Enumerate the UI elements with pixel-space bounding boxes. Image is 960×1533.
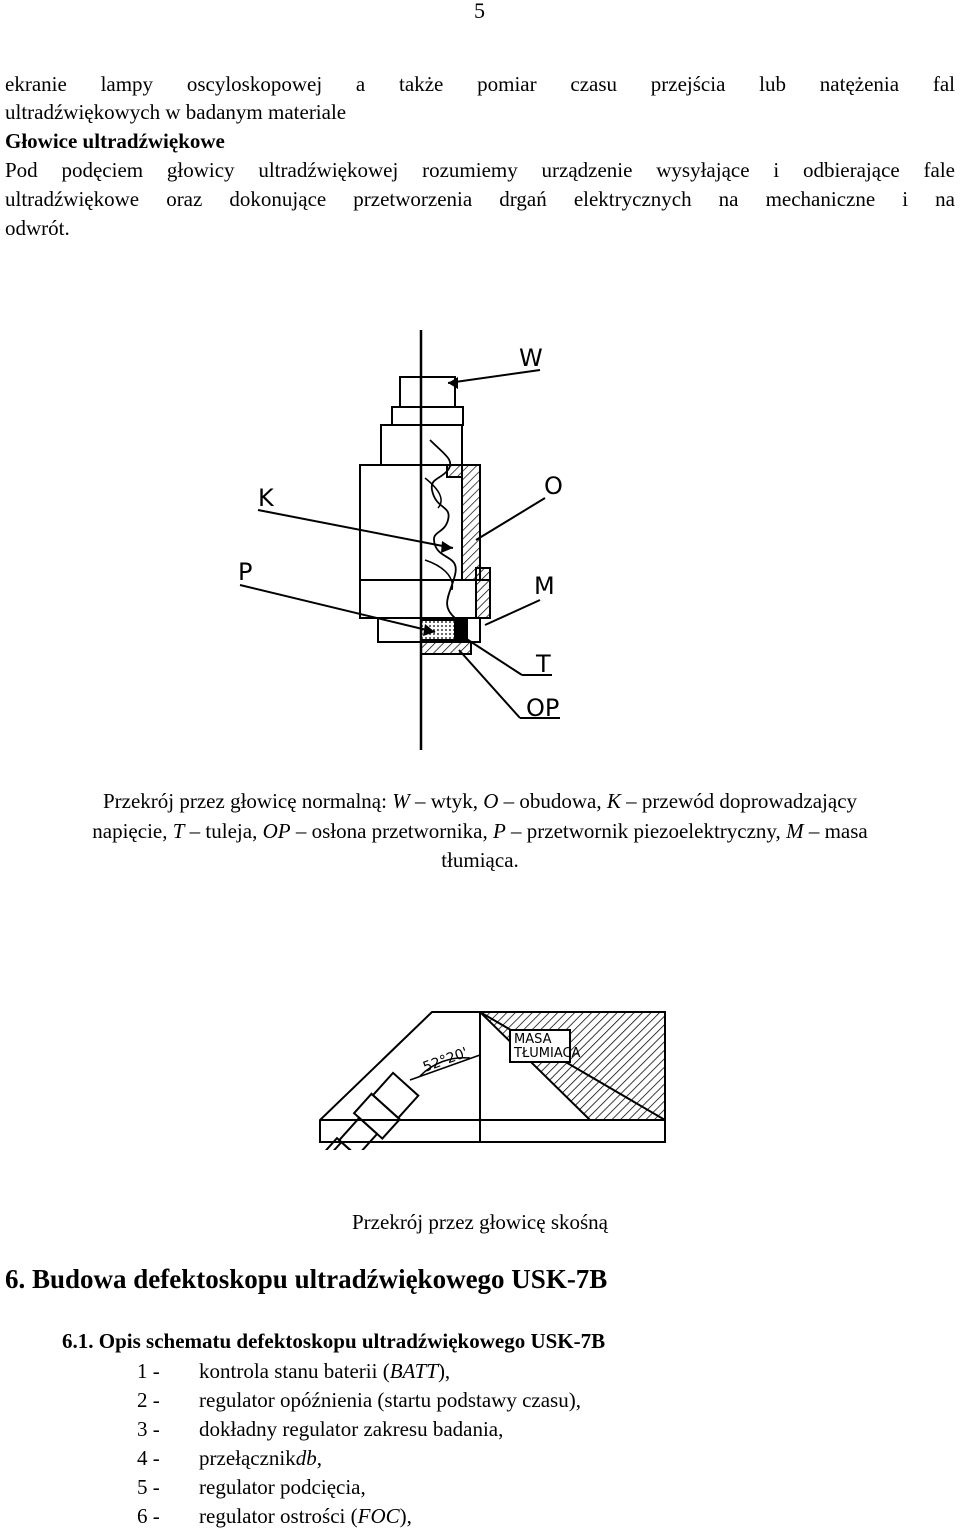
label-P: P xyxy=(238,558,252,586)
mass-label-2: TŁUMIACA xyxy=(513,1046,581,1061)
figure2-caption: Przekrój przez głowicę skośną xyxy=(352,1210,608,1234)
intro-line-1: ekranie lampy oscyloskopowej a także pom… xyxy=(5,72,955,96)
label-W: W xyxy=(519,344,543,372)
label-M: M xyxy=(534,572,555,600)
controls-list: 1 -kontrola stanu baterii (BATT), 2 -reg… xyxy=(137,1357,581,1531)
list-item: 3 -dokładny regulator zakresu badania, xyxy=(137,1417,504,1441)
label-T: T xyxy=(535,650,551,678)
intro-line-2: ultradźwiękowych w badanym materiale xyxy=(5,100,347,124)
list-item: 1 -kontrola stanu baterii (BATT), xyxy=(137,1359,451,1383)
figure1-caption-line-2: napięcie, T – tuleja, OP – osłona przetw… xyxy=(92,819,868,843)
angle-label: 52°20' xyxy=(421,1045,470,1076)
page-number: 5 xyxy=(474,0,485,23)
section-heading: Głowice ultradźwiękowe xyxy=(5,129,225,153)
figure1-caption-line-3: tłumiąca. xyxy=(441,848,519,872)
label-O: O xyxy=(544,472,563,500)
list-item: 2 -regulator opóźnienia (startu podstawy… xyxy=(137,1388,581,1412)
label-OP: OP xyxy=(526,694,559,722)
definition-line-2: ultradźwiękowe oraz dokonujące przetworz… xyxy=(5,187,955,211)
label-K: K xyxy=(258,484,275,512)
mass-label-1: MASA xyxy=(514,1032,552,1047)
list-item: 6 -regulator ostrości (FOC), xyxy=(137,1504,412,1528)
definition-line-3: odwrót. xyxy=(5,216,70,240)
figure1-caption-line-1: Przekrój przez głowicę normalną: W – wty… xyxy=(102,789,858,813)
subsection-heading: 6.1. Opis schematu defektoskopu ultradźw… xyxy=(62,1329,606,1353)
normal-probe-diagram: W O K P M T OP xyxy=(238,330,563,750)
definition-line-1: Pod podęciem głowicy ultradźwiękowej roz… xyxy=(5,158,955,182)
angle-probe-diagram: MASA TŁUMIACA 52°20' xyxy=(319,1011,666,1150)
list-item: 5 -regulator podcięcia, xyxy=(137,1475,366,1499)
list-item: 4 -przełącznik db, xyxy=(137,1446,323,1470)
chapter-heading: 6. Budowa defektoskopu ultradźwiękowego … xyxy=(5,1264,608,1294)
